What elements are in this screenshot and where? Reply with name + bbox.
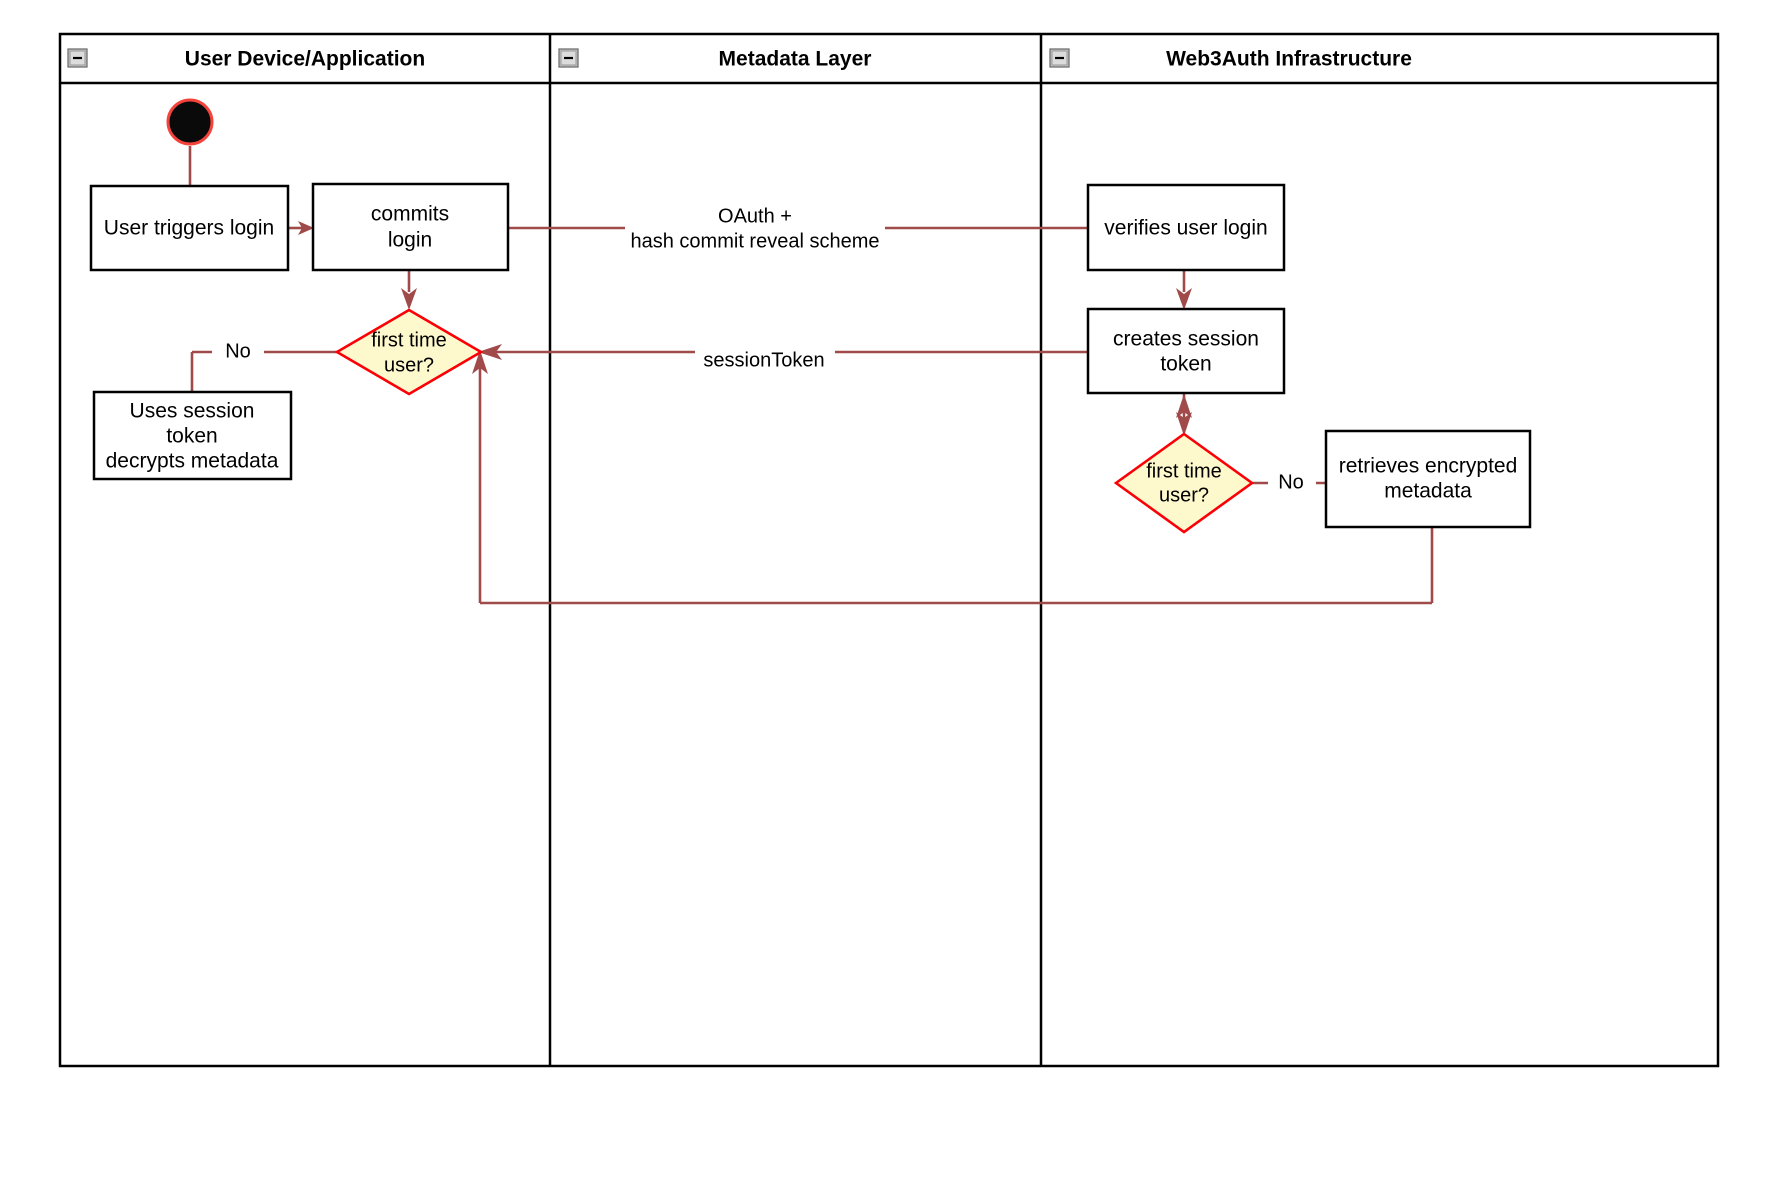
collapse-minus-icon-lane-3[interactable] (1049, 48, 1070, 68)
node-first-time-user-decision-left[interactable]: first time user? (334, 308, 484, 396)
decision-label-left-line1: first time (371, 329, 447, 351)
swimlane-frame (58, 32, 1720, 1068)
node-label-uses-session-line2: token (166, 425, 217, 448)
collapse-minus-icon-lane-2[interactable] (558, 48, 579, 68)
edge-label-backdrop-oauth (625, 206, 885, 254)
edge-label-backdrop-no-right (1268, 469, 1316, 499)
node-commits-login[interactable]: commits login (311, 182, 510, 272)
edge-label-backdrop-session-token (695, 342, 835, 374)
node-label-retrieves-line2: metadata (1384, 480, 1472, 503)
edge-label-session-token: sessionToken (703, 349, 824, 371)
swimlane-header-metadata-layer[interactable]: Metadata Layer (558, 48, 872, 71)
arrowhead-session-token-to-decision-left (478, 344, 502, 360)
edge-label-oauth-line2: hash commit reveal scheme (631, 230, 880, 252)
swimlane-header-web3auth[interactable]: Web3Auth Infrastructure (1049, 48, 1412, 71)
edge-label-backdrop-no-left (212, 338, 264, 368)
node-uses-session-token[interactable]: Uses session token decrypts metadata (92, 390, 293, 481)
decision-label-left-line2: user? (384, 354, 434, 376)
node-label-creates-session-line1: creates session (1113, 328, 1259, 351)
swimlane-title-metadata-layer: Metadata Layer (719, 48, 872, 71)
arrowhead-up-creates-session (1176, 394, 1192, 418)
node-first-time-user-decision-right[interactable]: first time user? (1113, 432, 1255, 534)
swimlane-header-user-device[interactable]: User Device/Application (67, 48, 425, 71)
node-user-triggers-login[interactable]: User triggers login (89, 184, 290, 272)
node-label-verifies-user-login: verifies user login (1104, 217, 1267, 240)
arrowhead-verifies-to-creates-session (1176, 288, 1192, 310)
arrowhead-down-decision-right (1176, 412, 1192, 436)
decision-label-right-line1: first time (1146, 460, 1222, 482)
node-label-user-triggers-login: User triggers login (104, 217, 274, 240)
arrowhead-return-to-decision-left (472, 350, 488, 374)
swimlane-title-web3auth: Web3Auth Infrastructure (1166, 48, 1412, 71)
start-node[interactable] (166, 98, 214, 146)
node-retrieves-encrypted-metadata[interactable]: retrieves encrypted metadata (1324, 429, 1532, 529)
decision-label-right-line2: user? (1159, 484, 1209, 506)
node-label-commits-login-line1: commits (371, 203, 449, 226)
node-label-commits-login-line2: login (388, 229, 432, 252)
edge-label-oauth-line1: OAuth + (718, 205, 792, 227)
swimlane-title-user-device: User Device/Application (185, 48, 425, 71)
node-label-uses-session-line1: Uses session (130, 400, 255, 423)
edge-label-no-right: No (1278, 471, 1304, 493)
edge-label-no-left: No (225, 340, 251, 362)
collapse-minus-icon-lane-1[interactable] (67, 48, 88, 68)
node-label-uses-session-line3: decrypts metadata (106, 450, 279, 473)
node-creates-session-token[interactable]: creates session token (1086, 307, 1286, 395)
node-verifies-user-login[interactable]: verifies user login (1086, 183, 1286, 272)
arrowhead-commits-to-decision-left (401, 288, 417, 310)
node-label-retrieves-line1: retrieves encrypted (1339, 455, 1518, 478)
arrowhead-user-triggers-to-commits (298, 221, 314, 235)
node-label-creates-session-line2: token (1160, 353, 1211, 376)
